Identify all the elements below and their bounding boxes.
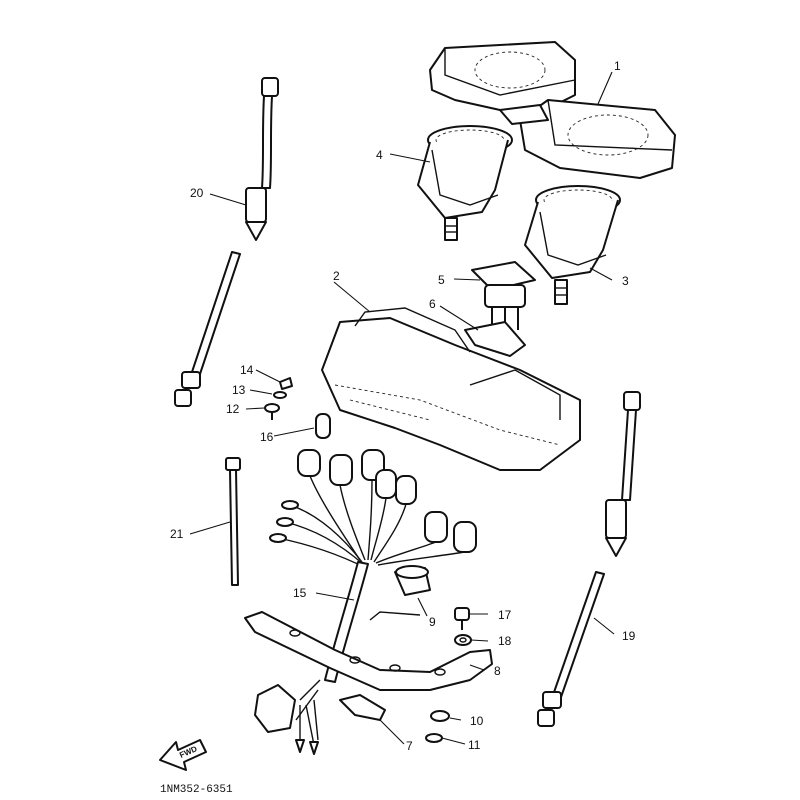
callout-9: 9 (429, 615, 436, 629)
part-12-screw (264, 403, 280, 420)
callout-16: 16 (260, 430, 274, 444)
callout-21: 21 (170, 527, 184, 541)
callout-11: 11 (468, 738, 481, 752)
part-1-meter-cover (429, 41, 676, 179)
callout-12: 12 (226, 402, 240, 416)
callout-8: 8 (494, 664, 501, 678)
callout-15: 15 (293, 586, 307, 600)
callout-14: 14 (240, 363, 254, 377)
fwd-arrow-icon: FWD (159, 739, 207, 771)
part-9-socket-block (394, 565, 431, 596)
callout-labels: 1 2 3 4 5 6 7 8 9 10 11 12 13 14 15 16 1… (170, 59, 636, 753)
part-14-clip (279, 377, 293, 390)
callout-13: 13 (232, 383, 246, 397)
part-16-bulb (315, 413, 331, 439)
part-11-spacer (425, 733, 443, 743)
callout-19: 19 (622, 629, 636, 643)
callout-18: 18 (498, 634, 512, 648)
callout-1: 1 (614, 59, 621, 73)
part-3-tachometer (524, 185, 621, 305)
callout-2: 2 (333, 269, 340, 283)
part-13-washer (273, 391, 287, 399)
callout-17: 17 (498, 608, 512, 622)
part-6-gasket-plate (464, 321, 526, 357)
callout-20: 20 (190, 186, 204, 200)
part-10-spacer (430, 710, 450, 722)
drawing-code: 1NM352-6351 (160, 784, 233, 796)
part-8-bracket (244, 611, 493, 691)
part-20-speedometer-cable (174, 77, 279, 407)
part-15-wire-harness (254, 449, 477, 755)
callout-7: 7 (406, 739, 413, 753)
part-18-washer (454, 634, 472, 646)
part-5-indicator-socket (471, 261, 536, 332)
callout-6: 6 (429, 297, 436, 311)
callout-3: 3 (622, 274, 629, 288)
part-19-tachometer-cable (537, 391, 641, 727)
part-21-strap (225, 457, 241, 586)
part-17-bolt (454, 607, 470, 630)
callout-4: 4 (376, 148, 383, 162)
part-7-lower-stay (339, 694, 386, 721)
callout-10: 10 (470, 714, 484, 728)
part-4-speedometer (417, 125, 513, 241)
callout-5: 5 (438, 273, 445, 287)
part-2-meter-case (321, 307, 581, 471)
leader-lines (189, 71, 615, 745)
